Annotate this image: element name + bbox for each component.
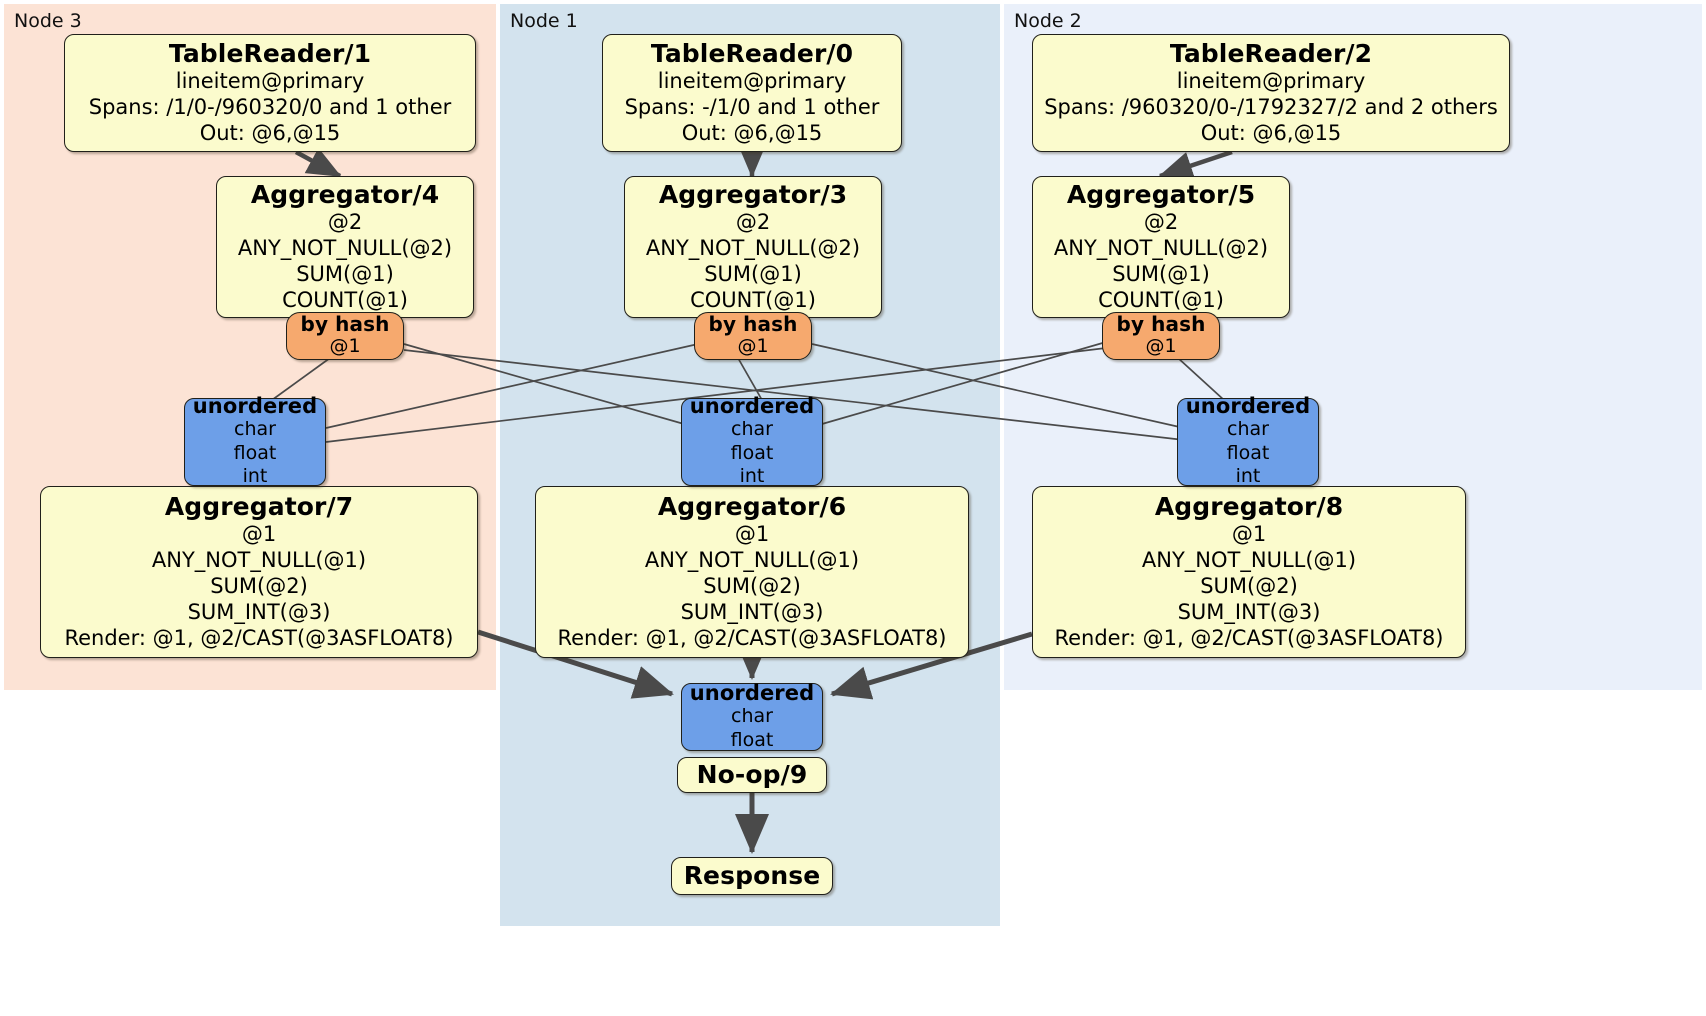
panel-node-1-label: Node 1 [510, 10, 578, 32]
node-title: Aggregator/6 [657, 492, 847, 522]
node-hash-router-right[interactable]: by hash @1 [1102, 312, 1220, 360]
node-receiver-right[interactable]: unordered char float int [1177, 394, 1319, 488]
node-line: int [739, 465, 765, 488]
node-title: TableReader/1 [168, 39, 372, 69]
node-receiver-left[interactable]: unordered char float int [184, 394, 326, 488]
node-line: @1 [329, 335, 361, 358]
node-line: int [1235, 465, 1261, 488]
node-line: Out: @6,@15 [199, 120, 341, 145]
node-line: COUNT(@1) [690, 287, 816, 312]
node-title: TableReader/2 [1169, 39, 1373, 69]
node-line: float [1226, 441, 1270, 464]
node-line: char [731, 418, 773, 441]
node-line: float [730, 441, 774, 464]
node-line: lineitem@primary [175, 68, 365, 93]
node-noop-9[interactable]: No-op/9 [677, 757, 827, 793]
node-hash-router-left[interactable]: by hash @1 [286, 312, 404, 360]
node-line: @2 [735, 209, 771, 234]
node-title: Aggregator/4 [250, 180, 440, 210]
node-title: by hash [300, 312, 390, 337]
node-line: Spans: -/1/0 and 1 other [624, 94, 880, 119]
node-line: @2 [327, 209, 363, 234]
node-aggregator-8[interactable]: Aggregator/8 @1 ANY_NOT_NULL(@1) SUM(@2)… [1032, 486, 1466, 658]
node-line: char [731, 705, 773, 727]
node-line: Out: @6,@15 [681, 120, 823, 145]
node-line: Render: @1, @2/CAST(@3ASFLOAT8) [1054, 625, 1444, 650]
node-response[interactable]: Response [671, 857, 833, 895]
node-line: Render: @1, @2/CAST(@3ASFLOAT8) [64, 625, 454, 650]
node-line: ANY_NOT_NULL(@2) [1053, 235, 1269, 260]
node-title: unordered [689, 680, 815, 705]
node-line: @1 [1145, 335, 1177, 358]
node-aggregator-7[interactable]: Aggregator/7 @1 ANY_NOT_NULL(@1) SUM(@2)… [40, 486, 478, 658]
node-line: ANY_NOT_NULL(@1) [644, 547, 860, 572]
node-line: SUM(@1) [296, 261, 394, 286]
node-line: lineitem@primary [1176, 68, 1366, 93]
panel-node-3-label: Node 3 [14, 10, 82, 32]
node-hash-router-mid[interactable]: by hash @1 [694, 312, 812, 360]
node-title: unordered [192, 394, 318, 419]
node-title: Aggregator/5 [1066, 180, 1256, 210]
node-title: unordered [1185, 394, 1311, 419]
node-receiver-mid[interactable]: unordered char float int [681, 394, 823, 488]
node-line: COUNT(@1) [1098, 287, 1224, 312]
node-aggregator-3[interactable]: Aggregator/3 @2 ANY_NOT_NULL(@2) SUM(@1)… [624, 176, 882, 318]
node-line: COUNT(@1) [282, 287, 408, 312]
node-line: @2 [1143, 209, 1179, 234]
node-title: Aggregator/7 [164, 492, 354, 522]
node-title: Response [683, 861, 821, 891]
node-title: by hash [1116, 312, 1206, 337]
node-line: SUM(@2) [1200, 573, 1298, 598]
node-line: lineitem@primary [657, 68, 847, 93]
node-line: SUM_INT(@3) [680, 599, 824, 624]
node-line: ANY_NOT_NULL(@2) [237, 235, 453, 260]
node-tablereader-2[interactable]: TableReader/2 lineitem@primary Spans: /9… [1032, 34, 1510, 152]
node-line: float [730, 728, 774, 751]
node-aggregator-4[interactable]: Aggregator/4 @2 ANY_NOT_NULL(@2) SUM(@1)… [216, 176, 474, 318]
node-line: float [233, 441, 277, 464]
node-title: by hash [708, 312, 798, 337]
node-line: @1 [737, 335, 769, 358]
node-line: @1 [241, 521, 277, 546]
node-title: No-op/9 [696, 760, 808, 790]
panel-node-2-label: Node 2 [1014, 10, 1082, 32]
node-line: SUM(@1) [1112, 261, 1210, 286]
node-line: SUM(@2) [703, 573, 801, 598]
node-line: Render: @1, @2/CAST(@3ASFLOAT8) [557, 625, 947, 650]
node-line: @1 [734, 521, 770, 546]
node-line: Out: @6,@15 [1200, 120, 1342, 145]
node-line: char [234, 418, 276, 441]
node-line: SUM_INT(@3) [1177, 599, 1321, 624]
node-line: Spans: /1/0-/960320/0 and 1 other [88, 94, 452, 119]
node-title: Aggregator/8 [1154, 492, 1344, 522]
node-line: @1 [1231, 521, 1267, 546]
node-line: SUM(@1) [704, 261, 802, 286]
node-line: ANY_NOT_NULL(@1) [151, 547, 367, 572]
node-line: SUM(@2) [210, 573, 308, 598]
node-line: Spans: /960320/0-/1792327/2 and 2 others [1044, 94, 1498, 119]
node-tablereader-0[interactable]: TableReader/0 lineitem@primary Spans: -/… [602, 34, 902, 152]
node-line: int [242, 465, 268, 488]
node-line: ANY_NOT_NULL(@2) [645, 235, 861, 260]
node-title: Aggregator/3 [658, 180, 848, 210]
node-title: TableReader/0 [650, 39, 854, 69]
node-line: SUM_INT(@3) [187, 599, 331, 624]
node-aggregator-5[interactable]: Aggregator/5 @2 ANY_NOT_NULL(@2) SUM(@1)… [1032, 176, 1290, 318]
node-line: ANY_NOT_NULL(@1) [1141, 547, 1357, 572]
node-aggregator-6[interactable]: Aggregator/6 @1 ANY_NOT_NULL(@1) SUM(@2)… [535, 486, 969, 658]
node-tablereader-1[interactable]: TableReader/1 lineitem@primary Spans: /1… [64, 34, 476, 152]
node-receiver-final[interactable]: unordered char float [681, 680, 823, 751]
node-line: char [1227, 418, 1269, 441]
node-title: unordered [689, 394, 815, 419]
